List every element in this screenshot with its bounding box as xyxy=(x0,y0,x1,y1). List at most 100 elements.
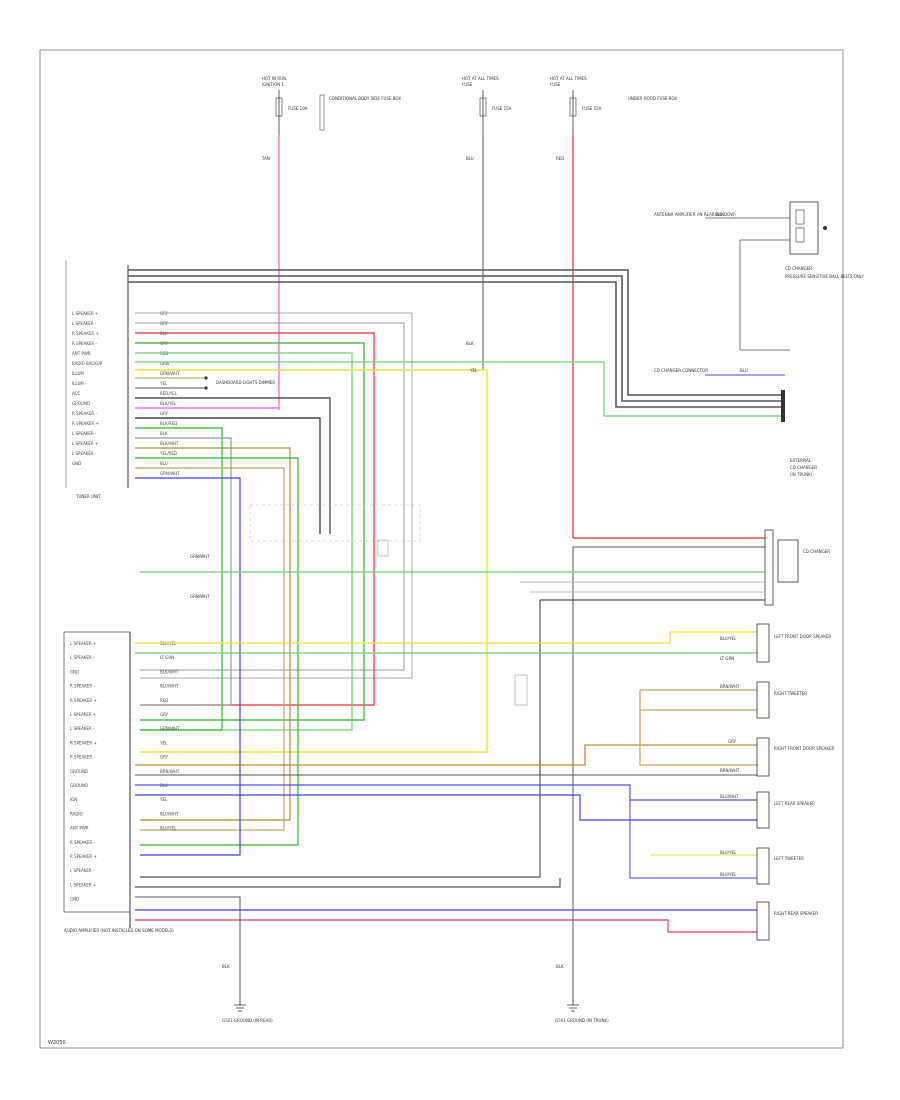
speaker-5-label: LEFT TWEETER xyxy=(774,856,804,861)
upper-pins-wire: RED/YEL xyxy=(160,391,178,396)
upper-pins-wire: BLK/YEL xyxy=(160,401,177,406)
fuse-block-1: HOT IN RUN IGNITION 1 FUSE 10A CONDITION… xyxy=(262,76,401,135)
ground-2-label: G501 GROUND (IN TRUNK) xyxy=(555,1018,609,1023)
dimmer-label: DASHBOARD LIGHTS DIMMER xyxy=(216,380,275,385)
side-note-1: EXTERNAL xyxy=(790,458,812,463)
spk-wire-d: GRY xyxy=(728,739,737,744)
speaker-3-label: RIGHT FRONT DOOR SPEAKER xyxy=(774,746,835,751)
right-upper-sub: PRESSURE SENSITIVE BALL BELTS ONLY xyxy=(785,274,864,279)
fuse-2-bottom: FUSE xyxy=(462,82,473,87)
upper-pins-pin: R SPEAKER - xyxy=(72,411,97,416)
lower-pins-pin: ANT PWR xyxy=(70,826,89,831)
lower-pins-wire: BRN/WHT xyxy=(160,769,180,774)
ground-2-wire: BLK xyxy=(556,964,564,969)
upper-pins-pin: ACC xyxy=(72,391,80,396)
spk-wire-g: BLU/YEL xyxy=(720,850,737,855)
fuse-2-top: HOT AT ALL TIMES xyxy=(462,76,499,81)
ground-1: BLK G501 GROUND (IN REAR) xyxy=(222,964,273,1023)
upper-pins-pin: L SPEAKER + xyxy=(72,441,98,446)
upper-pins-wire: BLK xyxy=(160,431,168,436)
spk-wire-e: BRN/WHT xyxy=(720,768,740,773)
upper-pins-wire: BLK/RED xyxy=(160,421,177,426)
upper-pins-wire: GRN/WHT xyxy=(160,371,180,376)
lower-pins-wire: LT GRN xyxy=(160,655,174,660)
lower-pins-pin: IGN xyxy=(70,797,77,802)
upper-pins-pin: RADIO BACKUP xyxy=(72,361,103,366)
mid-wire-4: BLK xyxy=(466,341,474,346)
lower-pins-pin: GROUND xyxy=(70,783,88,788)
lower-pins-pin: R SPEAKER - xyxy=(70,755,95,760)
speaker-right-tweeter: RIGHT TWEETER xyxy=(756,681,807,719)
spk-wire-h: BLU/YEL xyxy=(720,872,737,877)
upper-pins-pin: ANT PWR xyxy=(72,351,91,356)
lower-pins-pin: R SPEAKER + xyxy=(70,740,97,745)
cd-changer: CD CHANGER xyxy=(764,529,830,606)
right-upper-label: CD CHANGER xyxy=(785,266,812,271)
upper-pins-wire: GRY xyxy=(160,411,169,416)
lower-pins-pin: RADIO xyxy=(70,811,83,816)
lower-pins-wire: YEL xyxy=(159,740,168,745)
upper-pins-pin: GROUND xyxy=(72,401,90,406)
upper-pins-wire: BLU xyxy=(160,461,168,466)
side-note-3: (IN TRUNK) xyxy=(790,472,813,477)
fuse-2-wire: BLU xyxy=(466,156,474,161)
fuse-block-2: HOT AT ALL TIMES FUSE FUSE 15A xyxy=(462,76,512,135)
lower-pins-pin: R SPEAKER - xyxy=(70,840,95,845)
antenna-wire: BLU xyxy=(715,212,723,217)
changer-label: CD CHANGER xyxy=(803,549,830,554)
upper-pins-pin: GND xyxy=(72,461,81,466)
fuse-3-note: UNDER HOOD FUSE BOX xyxy=(628,96,677,101)
lower-pins-pin: L SPEAKER + xyxy=(70,712,96,717)
cd-changer-connector: CD CHANGER CONNECTOR BLU xyxy=(654,368,785,422)
speaker-4-label: LEFT REAR SPEAKER xyxy=(774,801,815,806)
fuse-3-wire: RED xyxy=(556,156,564,161)
amplifier-name: AUDIO AMPLIFIER (NOT INSTALLED ON SOME M… xyxy=(64,928,174,933)
fuse-2-rating: FUSE 15A xyxy=(492,106,512,111)
upper-pins-wire: BLK/WHT xyxy=(160,441,179,446)
speaker-left-front: LEFT FRONT DOOR SPEAKER xyxy=(756,623,831,663)
upper-pins-wire: GRN xyxy=(160,361,169,366)
connector-wire: BLU xyxy=(740,368,748,373)
fuse-1-wire: TAN xyxy=(261,156,270,161)
fuse-1-top: HOT IN RUN xyxy=(262,76,286,81)
upper-pins-wire: YEL/RED xyxy=(159,451,177,456)
speaker-1-label: LEFT FRONT DOOR SPEAKER xyxy=(774,634,831,639)
tuner-unit-name: TUNER UNIT xyxy=(75,494,101,499)
diagram-code: W2050 xyxy=(48,1040,66,1046)
spk-wire-b: LT GRN xyxy=(720,656,734,661)
speaker-right-rear: RIGHT REAR SPEAKER xyxy=(756,901,818,941)
lower-pins-wire: YEL xyxy=(159,797,168,802)
upper-pins-pin: R SPEAKER + xyxy=(72,331,99,336)
lower-pins-wire: BLK/WHT xyxy=(160,669,179,674)
lower-pins-wire: GRY xyxy=(160,712,169,717)
speaker-6-label: RIGHT REAR SPEAKER xyxy=(774,911,818,916)
lower-pins-pin: GND xyxy=(70,897,79,902)
speaker-left-tweeter: LEFT TWEETER xyxy=(756,847,804,885)
spk-wire-a: BLU/YEL xyxy=(720,636,737,641)
fuse-1-rating: FUSE 10A xyxy=(288,106,308,111)
upper-pins-wire: GRN/WHT xyxy=(160,471,180,476)
lower-pins-pin: R SPEAKER + xyxy=(70,854,97,859)
lower-pins-wire: GRN/WHT xyxy=(160,726,180,731)
lower-pins-pin: L SPEAKER + xyxy=(70,641,96,646)
upper-pins-pin: L SPEAKER - xyxy=(72,431,97,436)
lower-pins-wire: GRY xyxy=(160,755,169,760)
upper-pins-pin: L SPEAKER - xyxy=(72,321,97,326)
lower-pins-pin: GROUND xyxy=(70,769,88,774)
upper-pins-pin: R SPEAKER + xyxy=(72,421,99,426)
upper-pins-pin: L SPEAKER - xyxy=(72,451,97,456)
upper-pins-pin: L SPEAKER + xyxy=(72,311,98,316)
spk-wire-c: BRN/WHT xyxy=(720,684,740,689)
spk-wire-f: BLU/WHT xyxy=(720,794,739,799)
lower-pins-wire: BLU/WHT xyxy=(160,684,179,689)
antenna-label: ANTENNA AMPLIFIER (IN REAR WINDOW) xyxy=(654,212,736,217)
lower-pins-pin: R SPEAKER + xyxy=(70,698,97,703)
lower-pins-pin: GND xyxy=(70,669,79,674)
ground-2: BLK G501 GROUND (IN TRUNK) xyxy=(555,960,609,1023)
speaker-left-rear: LEFT REAR SPEAKER xyxy=(756,791,815,829)
fuse-1-note: CONDITIONAL BODY SIDE FUSE BOX xyxy=(329,96,401,101)
side-note-2: CD CHANGER xyxy=(790,465,817,470)
